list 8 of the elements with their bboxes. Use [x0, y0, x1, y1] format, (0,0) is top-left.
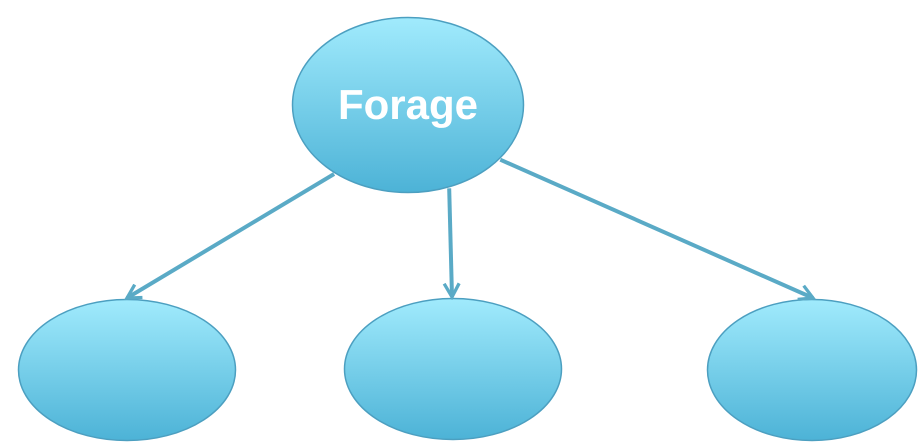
ellipse-node [343, 297, 563, 441]
arrow [442, 188, 461, 299]
arrow [125, 172, 336, 300]
ellipse-node [706, 298, 918, 442]
ellipse-node [291, 16, 525, 194]
arrow [500, 158, 815, 302]
ellipse-node [17, 298, 237, 442]
node-label: Forage [338, 81, 478, 129]
